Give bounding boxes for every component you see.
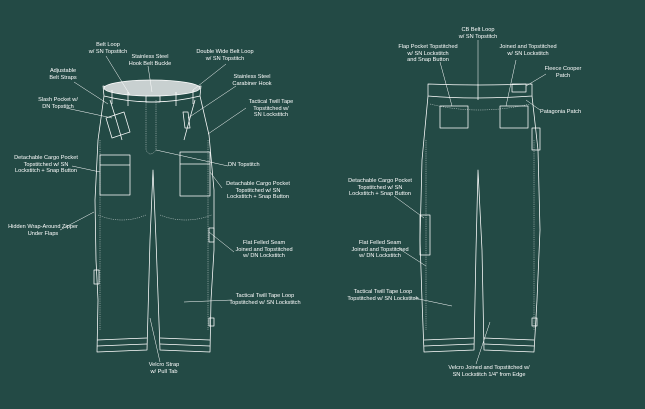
label-flat-felled-front: Flat Felled Seam Joined and Topstitched …	[235, 240, 293, 260]
front-velcro-tab-left	[93, 269, 100, 285]
label-slash-pocket: Slash Pocket w/ DN Topstitch	[38, 97, 78, 110]
back-yoke	[429, 103, 531, 111]
label-twill-loop-back: Tactical Twill Tape Loop Topstitched w/ …	[347, 289, 419, 302]
front-left-cuff	[96, 337, 148, 347]
front-fly	[145, 100, 157, 155]
label-cargo-pocket-back: Detachable Cargo Pocket Topstitched w/ S…	[348, 178, 412, 198]
label-dn-topstitch: DN Topstitch	[228, 162, 260, 168]
label-joined-topstitched: Joined and Topstitched w/ SN Lockstitch	[499, 44, 557, 57]
label-fleece-patch: Fleece Cooper Patch	[544, 66, 582, 79]
front-waist-opening	[103, 79, 201, 97]
front-buckle	[145, 95, 161, 103]
label-carabiner-hook: Stainless Steel Carabiner Hook	[232, 74, 272, 87]
label-cargo-pocket-right: Detachable Cargo Pocket Topstitched w/ S…	[226, 181, 290, 201]
label-velcro-strap: Velcro Strap w/ Pull Tab	[148, 362, 180, 375]
label-flap-pocket: Flap Pocket Topstitched w/ SN Lockstitch…	[398, 44, 458, 64]
label-wrap-zipper: Hidden Wrap-Around Zipper Under Flaps	[8, 224, 78, 237]
label-flat-felled-back: Flat Felled Seam Joined and Topstitched …	[351, 240, 409, 260]
back-fleece-patch	[511, 83, 527, 93]
back-side-pocket	[531, 127, 541, 151]
back-leg-seams	[425, 140, 535, 330]
front-knee-seams	[97, 214, 213, 221]
front-pants	[93, 79, 215, 353]
front-carabiner	[182, 111, 191, 129]
back-waistband	[427, 83, 533, 99]
label-twill-loop-front: Tactical Twill Tape Loop Topstitched w/ …	[229, 293, 301, 306]
label-belt-loop: Belt Loop w/ SN Topstitch	[88, 42, 128, 55]
front-cargo-pocket-right	[179, 151, 211, 197]
back-cargo-pocket	[419, 214, 431, 256]
back-twill-loop	[531, 317, 538, 327]
front-right-cuff	[159, 337, 211, 347]
front-belt-loops	[111, 90, 194, 106]
back-left-cuff	[423, 337, 475, 347]
back-right-cuff	[483, 337, 535, 347]
front-slash-pocket-left	[109, 99, 123, 141]
label-cb-belt-loop: CB Belt Loop w/ SN Topstitch	[458, 27, 498, 40]
label-adjustable-straps: Adjustable Belt Straps	[49, 68, 77, 81]
back-flap-pocket-right	[499, 105, 529, 129]
label-double-wide-loop: Double Wide Belt Loop w/ SN Topstitch	[196, 49, 254, 62]
back-pants	[419, 83, 541, 353]
label-patagonia-patch: Patagonia Patch	[540, 109, 582, 115]
label-velcro-joined: Velcro Joined and Topstitched w/ SN Lock…	[448, 365, 530, 378]
front-strap-flap	[105, 111, 131, 139]
front-velcro-tab-right	[208, 227, 215, 243]
front-twill-loop	[208, 317, 215, 327]
label-cargo-pocket-left: Detachable Cargo Pocket Topstitched w/ S…	[14, 155, 78, 175]
back-flap-pocket-left	[439, 105, 469, 129]
label-twill-tape-front: Tactical Twill Tape Topstitched w/ SN Lo…	[248, 99, 294, 119]
callout-lines	[59, 40, 547, 365]
front-outline	[94, 95, 215, 353]
label-stainless-buckle: Stainless Steel Hook Belt Buckle	[128, 54, 172, 67]
back-outline	[419, 95, 541, 353]
front-cargo-pocket-left	[99, 154, 131, 196]
front-slash-pocket-right	[183, 99, 196, 141]
